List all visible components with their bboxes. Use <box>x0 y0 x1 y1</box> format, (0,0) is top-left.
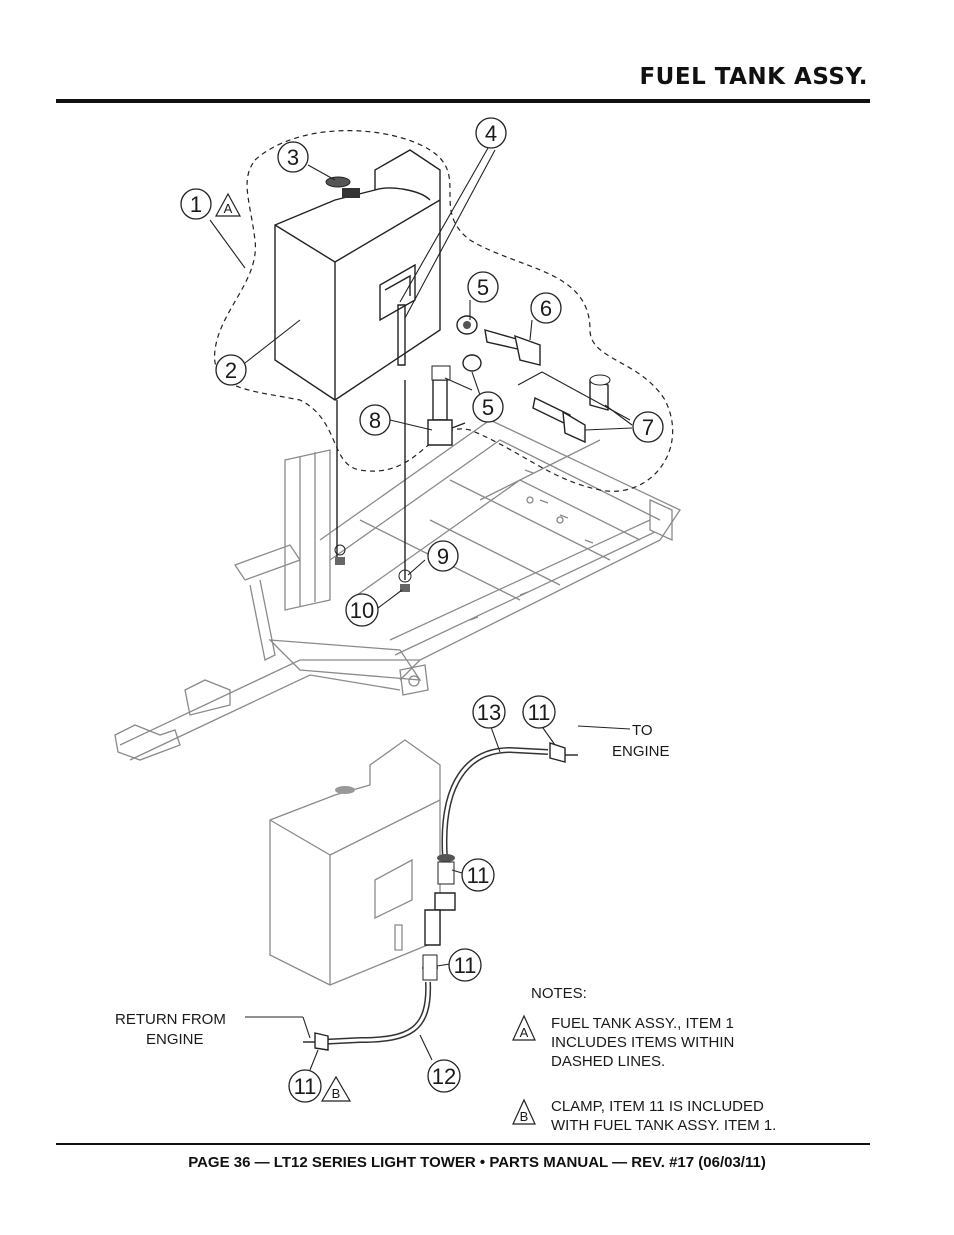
notes-heading: NOTES: <box>531 985 587 1002</box>
marker-a-triangle <box>214 192 242 217</box>
trailer-frame <box>114 419 681 761</box>
footer-rule <box>56 1143 870 1145</box>
marker-b-triangle <box>320 1075 352 1102</box>
to-label: TO <box>632 722 653 739</box>
assembly-boundary <box>214 130 674 492</box>
callout-6 <box>530 292 562 324</box>
triangle-markers <box>214 192 536 1125</box>
callout-10-text: 10 <box>350 598 374 623</box>
note-b-marker-text: B <box>520 1109 529 1124</box>
note-a-line-1: FUEL TANK ASSY., ITEM 1 <box>551 1015 734 1032</box>
page-footer: PAGE 36 — LT12 SERIES LIGHT TOWER • PART… <box>188 1154 766 1171</box>
to-engine-label: ENGINE <box>612 743 670 760</box>
callout-5a <box>467 271 499 303</box>
callout-13 <box>472 695 506 729</box>
return-engine-label: ENGINE <box>146 1031 204 1048</box>
callout-11c-text: 11 <box>454 953 477 978</box>
callout-13-text: 13 <box>477 700 501 725</box>
note-a-triangle <box>512 1014 536 1041</box>
fuel-tank-upper <box>274 149 441 592</box>
header-rule <box>56 99 870 103</box>
callout-11d <box>288 1069 322 1103</box>
callout-5b-text: 5 <box>482 395 494 420</box>
fuel-cap-icon <box>325 176 351 188</box>
direction-labels: TO ENGINE RETURN FROM ENGINE <box>115 722 670 1048</box>
callouts <box>180 117 664 1103</box>
note-b-line-2: WITH FUEL TANK ASSY. ITEM 1. <box>551 1117 776 1134</box>
callout-7 <box>632 411 664 443</box>
callout-12-text: 12 <box>432 1064 456 1089</box>
callout-3-text: 3 <box>287 145 299 170</box>
note-b-triangle <box>512 1098 536 1125</box>
page-title: FUEL TANK ASSY. <box>639 64 868 90</box>
note-a-marker-text: A <box>520 1025 529 1040</box>
callout-7-text: 7 <box>642 415 654 440</box>
callout-6-text: 6 <box>540 296 552 321</box>
callout-4-text: 4 <box>485 121 497 146</box>
note-b-line-1: CLAMP, ITEM 11 IS INCLUDED <box>551 1098 764 1115</box>
callout-12 <box>427 1059 461 1093</box>
callout-8-text: 8 <box>369 408 381 433</box>
fuel-tank-lower <box>269 739 441 986</box>
callout-2-text: 2 <box>225 358 237 383</box>
marker-b-text: B <box>332 1086 341 1101</box>
fuel-lines <box>303 742 578 1051</box>
callout-5a-text: 5 <box>477 275 489 300</box>
callout-11a <box>522 695 556 729</box>
callout-4 <box>475 117 507 149</box>
callout-9 <box>427 540 459 572</box>
callout-9-text: 9 <box>437 544 449 569</box>
callout-3 <box>277 141 309 173</box>
callout-1 <box>180 188 212 220</box>
return-from-label: RETURN FROM <box>115 1011 226 1028</box>
fittings <box>427 315 611 446</box>
callout-5b <box>472 391 504 423</box>
callout-11c <box>448 948 482 982</box>
callout-numbers: 1 2 3 4 5 6 5 7 8 9 10 13 11 11 11 12 11 <box>190 121 654 1099</box>
marker-a-text: A <box>224 201 233 216</box>
notes-block: NOTES: FUEL TANK ASSY., ITEM 1 INCLUDES … <box>531 985 776 1134</box>
note-a-line-2: INCLUDES ITEMS WITHIN <box>551 1034 734 1051</box>
callout-1-text: 1 <box>190 192 202 217</box>
callout-11a-text: 11 <box>528 700 551 725</box>
callout-11b-text: 11 <box>467 863 490 888</box>
callout-8 <box>359 404 391 436</box>
callout-2 <box>215 354 247 386</box>
callout-11d-text: 11 <box>294 1074 317 1099</box>
callout-10 <box>345 593 379 627</box>
leader-lines <box>209 147 633 1071</box>
note-a-line-3: DASHED LINES. <box>551 1053 665 1070</box>
callout-11b <box>461 858 495 892</box>
